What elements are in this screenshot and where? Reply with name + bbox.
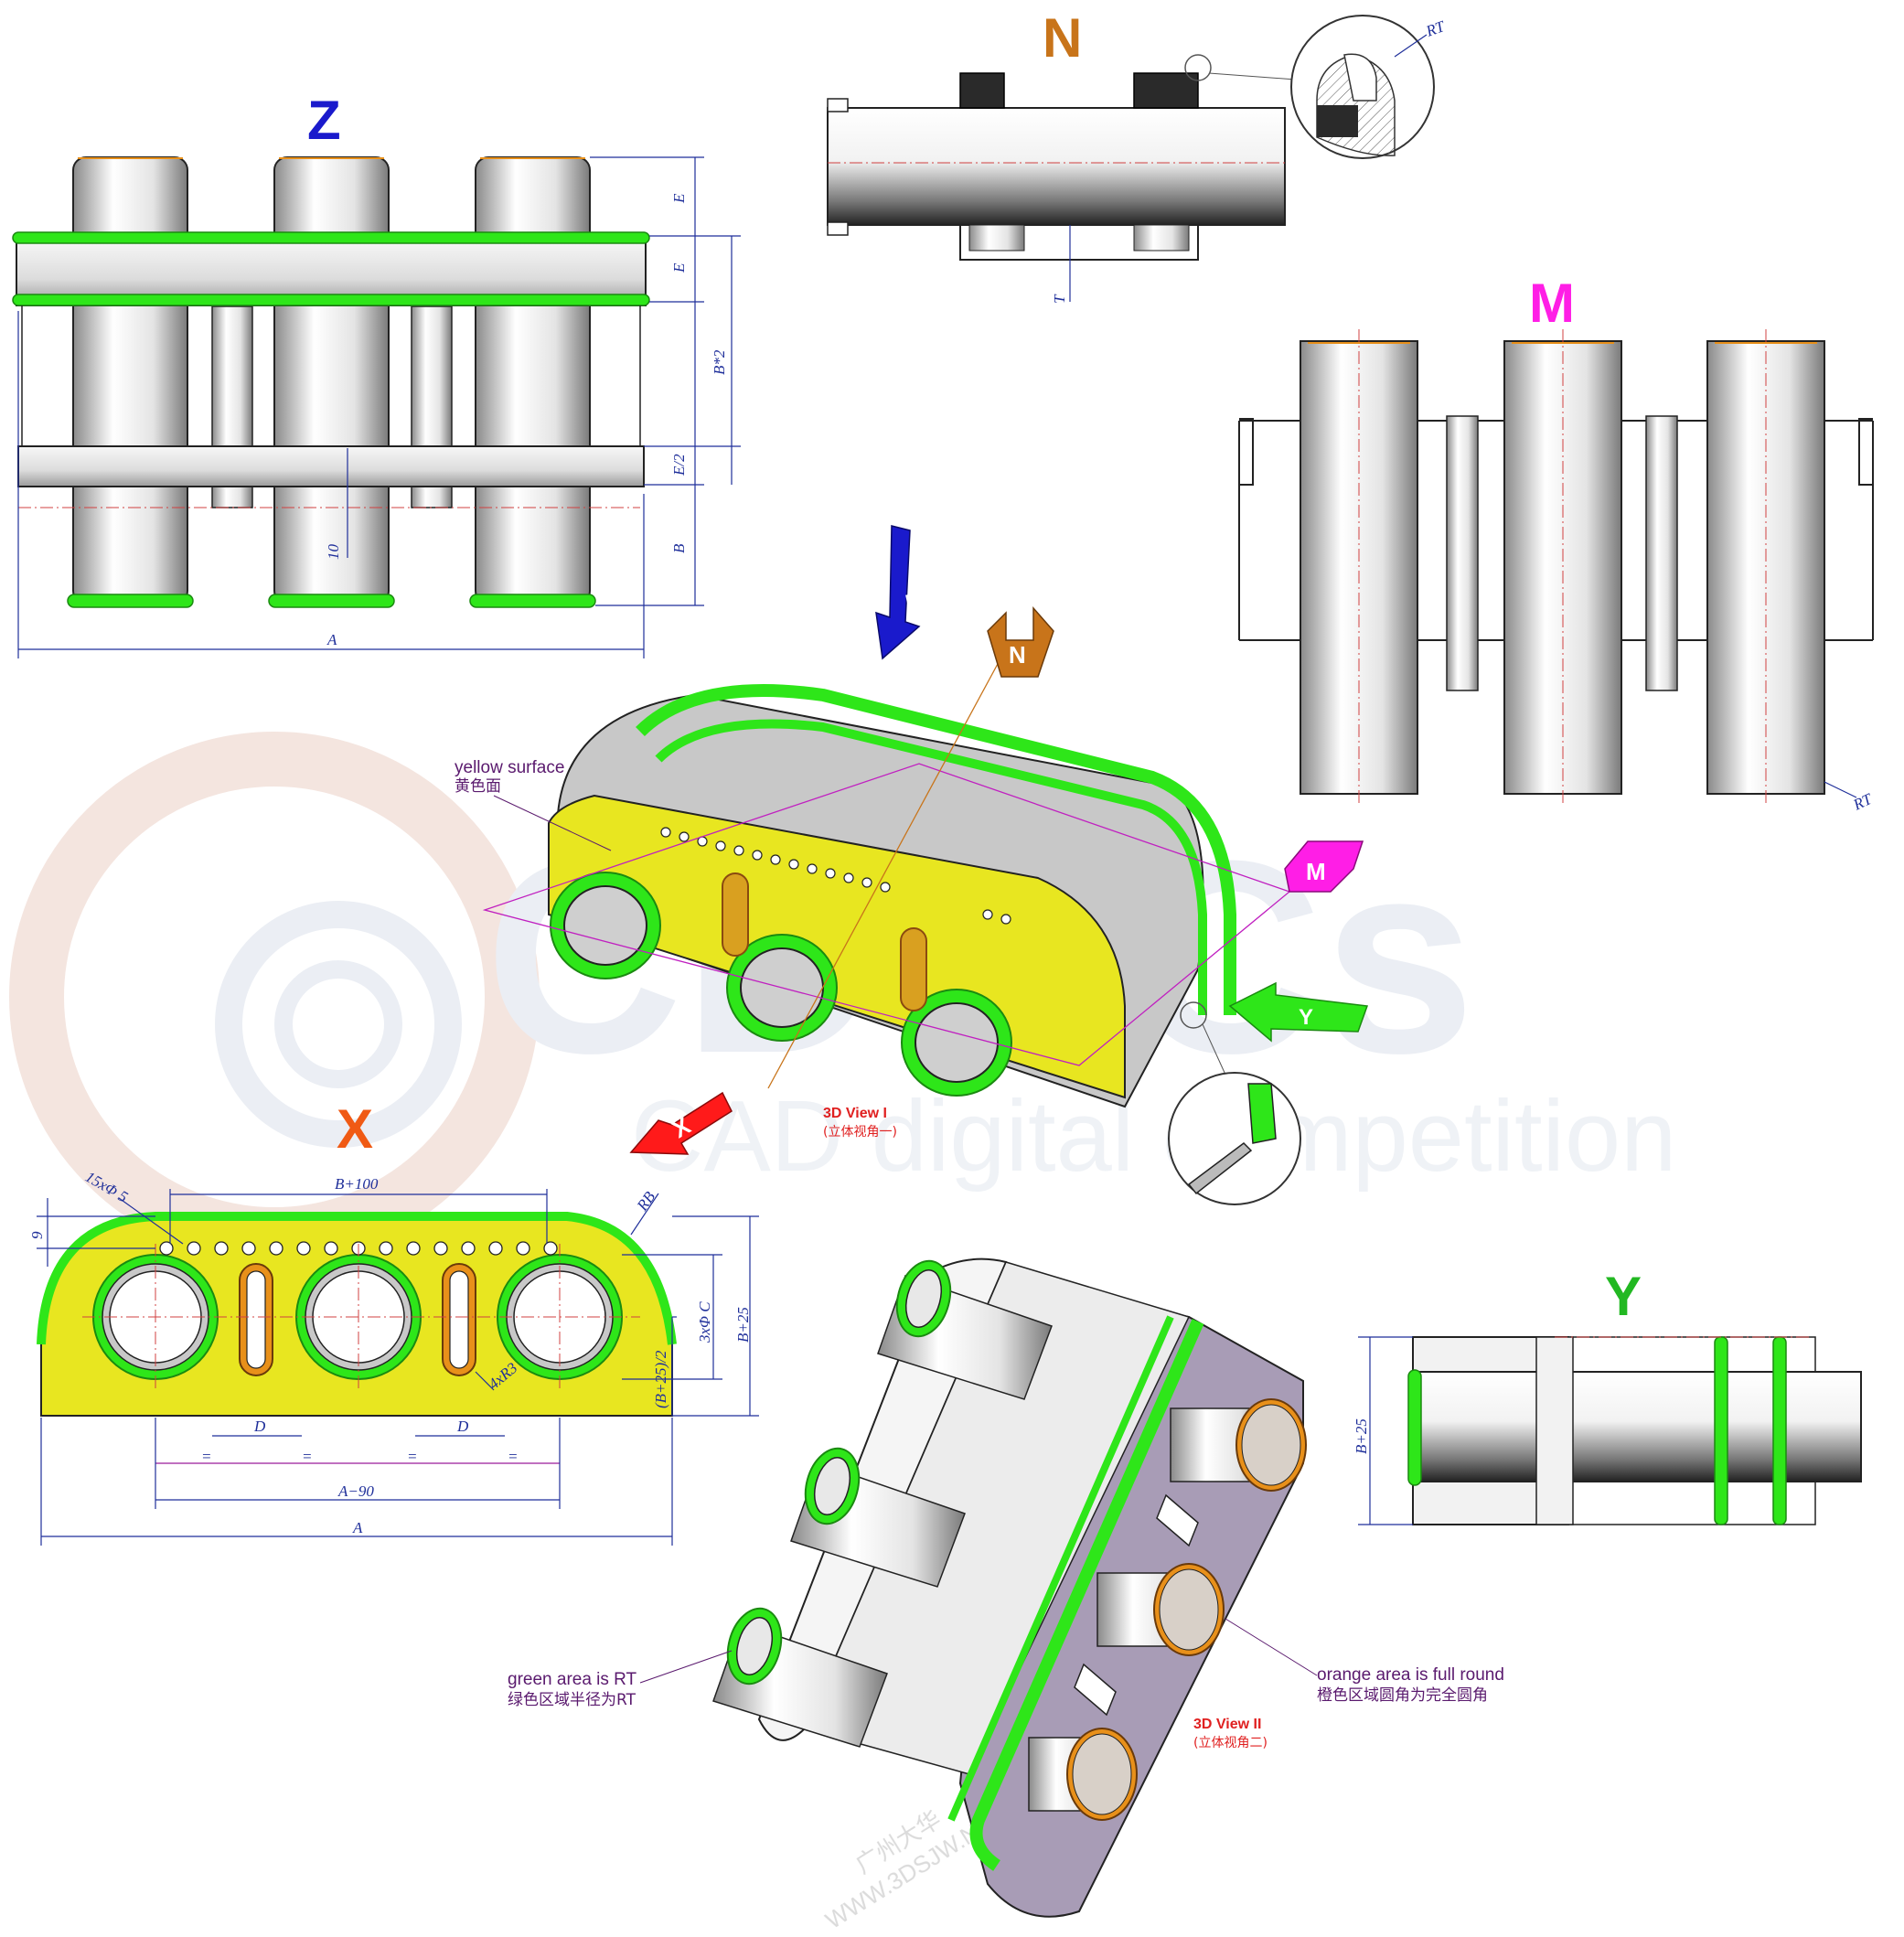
x-dim-eq2: =	[302, 1448, 312, 1465]
z-dim-e-half: E/2	[670, 454, 688, 476]
view-z-label: Z	[307, 90, 341, 151]
y-tube	[1412, 1371, 1862, 1482]
x-dim-nine: 9	[28, 1231, 46, 1239]
x-dimensions: B+100 15xΦ 5 9 RB 3xΦ C B+25 (B+25)/2 4x…	[28, 1168, 759, 1546]
view-m-label: M	[1529, 273, 1575, 334]
z-dim-ten: 10	[325, 544, 342, 561]
z-upper-band-green-edge-bottom	[12, 294, 650, 306]
view2-title: 3D View II	[1193, 1717, 1261, 1732]
y-dim-b25: B+25	[1353, 1418, 1370, 1454]
z-tube-middle	[273, 156, 390, 605]
m-dim-rt: RT	[1850, 789, 1876, 814]
view2-title-cn: (立体视角二)	[1193, 1736, 1268, 1750]
z-rim-middle	[268, 594, 395, 608]
arrow-n-label: N	[1009, 641, 1026, 669]
x-dim-d1: D	[253, 1418, 266, 1435]
y-green-band-right	[1772, 1336, 1787, 1525]
arrow-z-label: Z	[900, 590, 930, 610]
view-y: Y B+25	[1353, 1266, 1862, 1525]
n-upper-collar-right	[1133, 72, 1199, 109]
arrow-m: M	[1284, 840, 1364, 893]
n-dim-rt: RT	[1423, 17, 1449, 41]
z-dim-a: A	[326, 631, 337, 648]
view-n: N RT T	[827, 7, 1449, 304]
arrow-n: N	[987, 606, 1054, 678]
z-rim-right	[469, 594, 596, 608]
arrow-y-label: Y	[1299, 1005, 1313, 1030]
m-tube-right	[1706, 340, 1825, 795]
y-green-rim	[1407, 1369, 1422, 1486]
y-green-band-left	[1714, 1336, 1728, 1525]
z-tube-left	[72, 156, 188, 605]
x-dim-a90: A−90	[337, 1482, 374, 1500]
3d1-tube-rings	[550, 872, 1012, 1097]
z-dim-e2: E	[670, 262, 688, 273]
z-dimensions: E E B*2 E/2 B 10 A	[17, 156, 741, 658]
note-orange-area-en: orange area is full round	[1317, 1665, 1504, 1685]
view-y-label: Y	[1605, 1266, 1642, 1327]
view-n-label: N	[1043, 7, 1082, 69]
z-dim-b: B	[670, 543, 688, 553]
view-x: X	[28, 1098, 759, 1546]
z-lower-band	[17, 445, 645, 487]
m-small-tube-right	[1645, 415, 1678, 691]
3d-view-2: green area is RT 绿色区域半径为RT orange area i…	[508, 1257, 1504, 1918]
arrow-y: Y	[1228, 981, 1369, 1043]
note-green-area-cn: 绿色区域半径为RT	[508, 1691, 636, 1709]
x-holes-small	[159, 1241, 558, 1256]
z-tube-right	[475, 156, 591, 605]
m-tube-left	[1300, 340, 1418, 795]
x-dim-d2: D	[456, 1418, 469, 1435]
3d2-green-band	[969, 1319, 1204, 1871]
z-rim-left	[67, 594, 194, 608]
n-upper-collar-left	[959, 72, 1005, 109]
m-tube-middle	[1503, 340, 1622, 795]
z-upper-band-green-edge-top	[12, 231, 650, 244]
x-dim-b25-half: (B+25)/2	[652, 1350, 669, 1408]
z-dim-e1: E	[670, 193, 688, 204]
view-m: M RT	[1238, 273, 1876, 814]
note-yellow-surface-cn: 黄色面	[455, 777, 501, 796]
x-dim-eq1: =	[201, 1448, 211, 1465]
view-z: Z	[12, 90, 741, 658]
direction-arrows: Z N M Y X	[629, 525, 1369, 1155]
x-dim-eq4: =	[508, 1448, 518, 1465]
n-dim-t: T	[1051, 294, 1068, 304]
note-yellow-surface-en: yellow surface	[455, 758, 564, 777]
x-dim-b100: B+100	[335, 1175, 379, 1193]
note-orange-area-cn: 橙色区域圆角为完全圆角	[1317, 1686, 1488, 1705]
x-dim-dia-c: 3xΦ C	[696, 1301, 713, 1343]
x-dim-b25: B+25	[734, 1307, 752, 1343]
view1-title: 3D View I	[823, 1106, 887, 1121]
m-small-tube-left	[1446, 415, 1479, 691]
note-green-area-en: green area is RT	[508, 1670, 637, 1689]
watermark-gear-icon	[215, 901, 462, 1148]
view-x-label: X	[337, 1098, 373, 1160]
3d-view-1: yellow surface 黄色面 3D View I (立体视角一)	[455, 639, 1301, 1205]
3d2-tubes-left	[712, 1259, 1053, 1748]
view1-title-cn: (立体视角一)	[823, 1125, 897, 1140]
3d2-tubes-right	[1028, 1398, 1307, 1821]
x-dim-a: A	[352, 1519, 363, 1536]
arrow-z: Z	[875, 525, 930, 660]
watermark-subtitle: CAD digital competition	[631, 1080, 1676, 1193]
3d1-green-band	[636, 684, 1236, 1015]
arrow-m-label: M	[1306, 858, 1326, 885]
n-main-tube	[827, 107, 1286, 226]
z-dim-b2: B*2	[711, 349, 728, 375]
x-dim-eq3: =	[407, 1448, 417, 1465]
